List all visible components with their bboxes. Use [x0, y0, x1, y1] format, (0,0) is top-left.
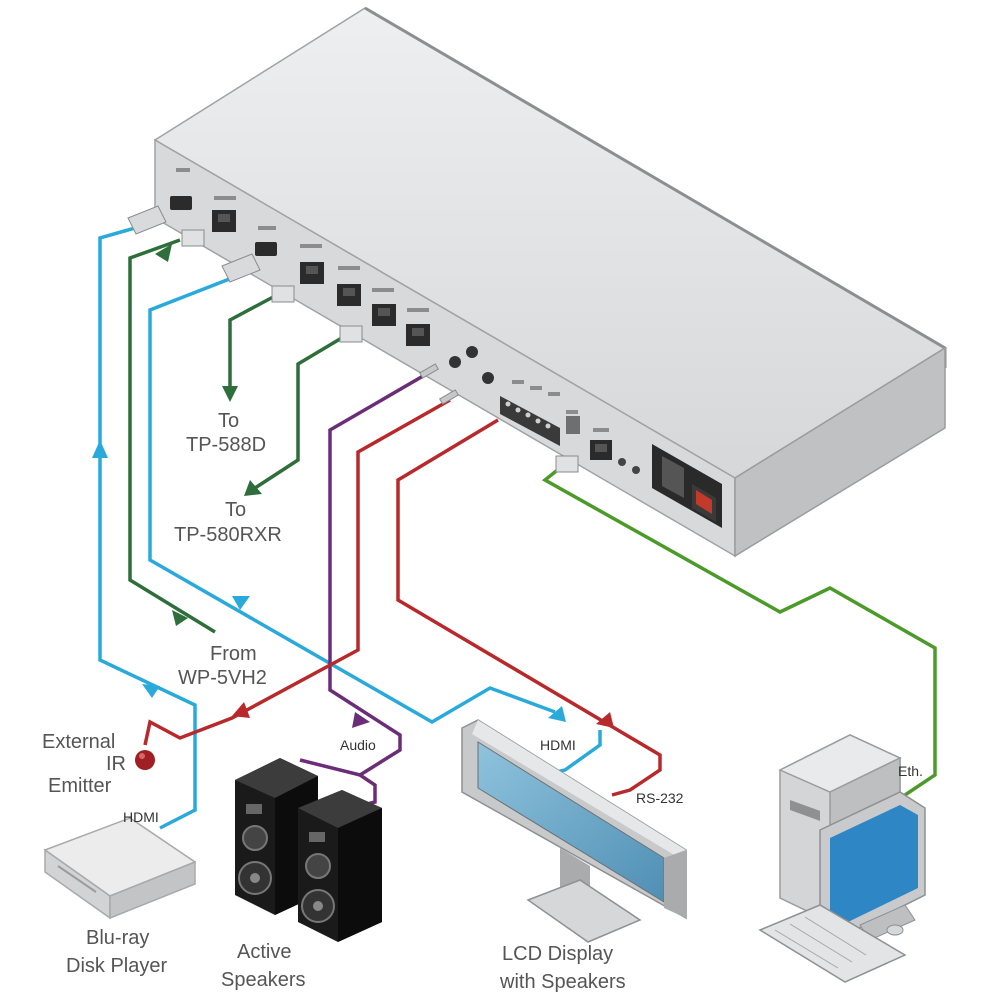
arrow-hdbaset-in: [155, 244, 188, 626]
rj45-port-5[interactable]: [406, 324, 430, 346]
rj45-port-3[interactable]: [337, 284, 361, 306]
cable-rs232: [396, 418, 662, 797]
arrow-ir: [232, 702, 250, 718]
cable-hdbaset-from-wp5vh2: [128, 238, 216, 634]
cable-hdbaset-to-tp580rxr: [254, 334, 346, 490]
device-labels: To TP-588D To TP-580RXR From WP-5VH2 Ext…: [42, 410, 626, 993]
label-cable-audio: Audio: [340, 737, 376, 753]
lcd-display[interactable]: [461, 719, 687, 943]
rj45-port-4[interactable]: [372, 304, 396, 326]
arrow-hdmi-down: [232, 596, 566, 722]
label-cable-rs232: RS-232: [636, 790, 684, 806]
audio-jacks[interactable]: [449, 346, 494, 384]
cable-hdmi-input: [98, 226, 197, 830]
label-to-tp580rxr-line1: To: [225, 499, 246, 521]
ir-emitter[interactable]: [135, 750, 155, 770]
cable-hdbaset-to-tp588d: [228, 294, 276, 390]
label-to-tp588d-line2: TP-588D: [186, 434, 266, 456]
label-ir-emitter-line1: External: [42, 731, 115, 753]
hdmi-port-out[interactable]: [255, 242, 277, 256]
label-from-wp5vh2-line2: WP-5VH2: [178, 667, 267, 689]
label-cable-hdmi-display: HDMI: [540, 737, 576, 753]
speaker-right: [298, 790, 382, 942]
rj45-port-2[interactable]: [300, 262, 324, 284]
cable-labels: HDMI Audio HDMI RS-232 Eth.: [123, 737, 923, 825]
rj45-port-1[interactable]: [212, 210, 236, 232]
label-ir-emitter-line2: IR: [106, 753, 126, 775]
cable-connectors: [127, 205, 579, 473]
label-bluray-line1: Blu-ray: [86, 927, 149, 949]
terminal-block[interactable]: [500, 396, 560, 446]
label-speakers-line2: Speakers: [221, 969, 306, 991]
label-lcd-line1: LCD Display: [502, 943, 613, 965]
label-cable-eth: Eth.: [898, 763, 923, 779]
label-cable-hdmi-bluray: HDMI: [123, 809, 159, 825]
label-ir-emitter-line3: Emitter: [48, 775, 112, 797]
label-to-tp580rxr-line2: TP-580RXR: [174, 524, 282, 546]
ethernet-port[interactable]: [590, 440, 612, 460]
panel-label-marks: [176, 168, 609, 432]
label-speakers-line1: Active: [237, 941, 291, 963]
bluray-player[interactable]: [43, 817, 197, 920]
desktop-computer[interactable]: [758, 734, 926, 983]
label-lcd-line2: with Speakers: [499, 971, 626, 993]
power-switch[interactable]: [692, 484, 716, 522]
label-bluray-line2: Disk Player: [66, 955, 167, 977]
arrow-hdmi-up: [92, 440, 160, 698]
arrow-audio: [352, 712, 370, 728]
switcher-unit: [153, 6, 947, 558]
label-to-tp588d-line1: To: [218, 410, 239, 432]
reset-button[interactable]: [618, 458, 640, 474]
arrow-to-tp580rxr: [244, 480, 262, 496]
label-from-wp5vh2-line1: From: [210, 643, 257, 665]
arrow-rs232: [596, 712, 614, 728]
arrow-to-tp588d: [222, 386, 238, 402]
cable-ir: [143, 398, 451, 746]
cable-ethernet: [541, 466, 937, 797]
dip-switch[interactable]: [566, 416, 580, 434]
hdmi-port-in[interactable]: [170, 196, 192, 210]
